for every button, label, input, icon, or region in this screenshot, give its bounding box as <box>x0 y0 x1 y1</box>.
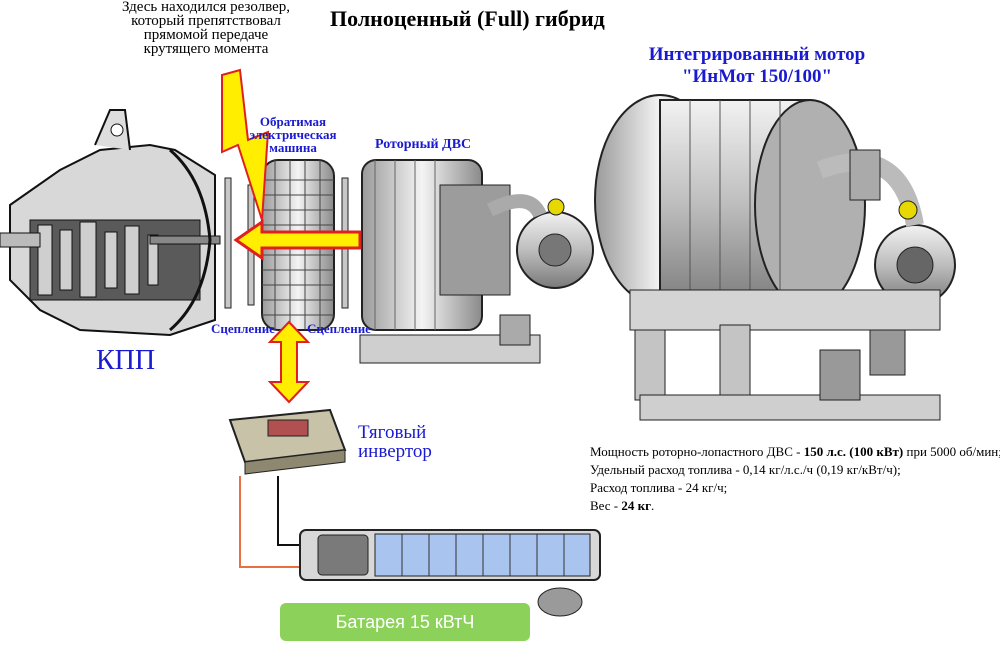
specs-block: Мощность роторно-лопастного ДВС - 150 л.… <box>590 443 1000 515</box>
page-title: Полноценный (Full) гибрид <box>330 6 605 31</box>
resolver-lightning-arrow <box>221 68 270 221</box>
electric-machine-label: Обратимая электрическая машина <box>238 115 348 154</box>
electric-machine-label-line: Обратимая <box>259 114 327 129</box>
resolver-note: Здесь находился резолвер, который препят… <box>96 0 316 57</box>
spec-text: Вес - <box>590 498 622 513</box>
inverter-label-line: инвертор <box>358 441 432 462</box>
spec-line: Расход топлива - 24 кг/ч; <box>590 479 1000 497</box>
resolver-note-line: крутящего момента <box>143 41 269 57</box>
rotary-engine-label: Роторный ДВС <box>375 137 472 152</box>
battery-label: Батарея 15 кВтЧ <box>280 603 530 641</box>
integrated-motor-image <box>594 94 956 421</box>
resolver-note-line: прямомой передаче <box>143 27 269 43</box>
gearbox-image <box>0 109 221 337</box>
battery-pack-image <box>299 529 601 617</box>
spec-text: Удельный расход топлива - 0,14 кг/л.с./ч… <box>590 462 901 477</box>
gearbox-label: КПП <box>96 345 156 376</box>
spec-bold: 150 л.с. (100 кВт) <box>803 444 904 459</box>
spec-text: при 5000 об/мин; <box>903 444 1000 459</box>
torque-arrow <box>233 219 362 261</box>
spec-bold: 24 кг <box>621 498 652 513</box>
integrated-motor-label: Интегрированный мотор "ИнМот 150/100" <box>612 44 902 88</box>
inverter-label-line: Тяговый <box>358 422 427 443</box>
spec-text: Мощность роторно-лопастного ДВС - <box>590 444 804 459</box>
inverter-label: Тяговый инвертор <box>358 423 432 461</box>
rotary-engine-image <box>359 159 594 364</box>
electric-machine-label-line: электрическая <box>249 127 337 142</box>
resolver-note-line: который препятствовал <box>131 13 281 29</box>
spec-text: . <box>651 498 655 513</box>
inverter-image <box>228 408 347 475</box>
spec-line: Вес - 24 кг. <box>590 497 1000 515</box>
electric-machine-label-line: машина <box>269 140 317 155</box>
resolver-note-line: Здесь находился резолвер, <box>121 0 291 15</box>
clutch-left-label: Сцепление <box>211 321 275 336</box>
integrated-motor-label-line: "ИнМот 150/100" <box>681 66 833 87</box>
inverter-link-arrow <box>267 320 311 404</box>
spec-line: Удельный расход топлива - 0,14 кг/л.с./ч… <box>590 461 1000 479</box>
integrated-motor-label-line: Интегрированный мотор <box>648 44 866 65</box>
spec-line: Мощность роторно-лопастного ДВС - 150 л.… <box>590 443 1000 461</box>
clutch-right-label: Сцепление <box>307 321 371 336</box>
spec-text: Расход топлива - 24 кг/ч; <box>590 480 728 495</box>
